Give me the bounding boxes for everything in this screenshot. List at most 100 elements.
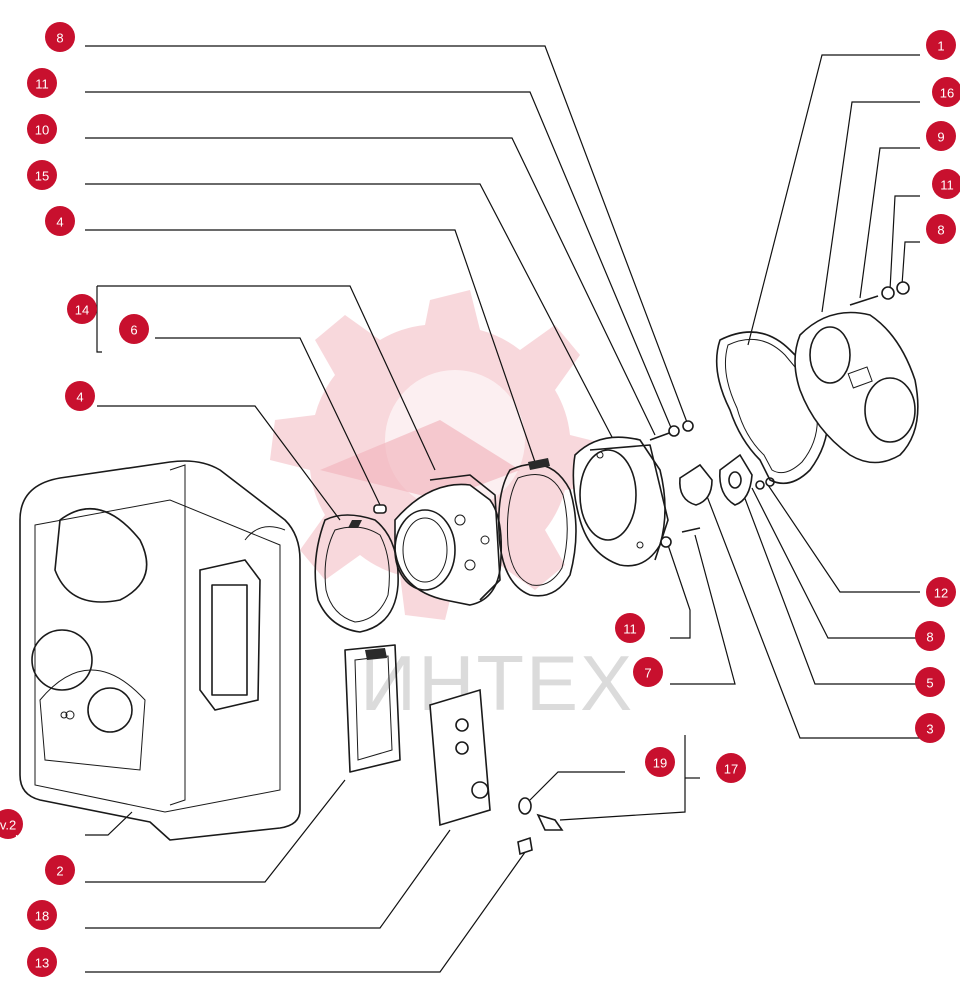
callout-badge — [932, 169, 960, 199]
callout-c3: 3 — [915, 713, 945, 743]
callout-c5: 5 — [915, 667, 945, 697]
end-cover — [794, 311, 919, 464]
callout-c17: 1 17 — [703, 753, 746, 784]
callout-c15: 1 15 — [14, 160, 57, 191]
callout-badge — [915, 667, 945, 697]
callout-badge — [915, 713, 945, 743]
callout-c18: 1 18 — [14, 900, 57, 931]
inspection-plate — [429, 688, 491, 827]
gasket-ring-middle — [497, 458, 577, 597]
callout-c12: 1 12 — [913, 577, 956, 608]
callout-number: 9 — [937, 130, 944, 145]
callout-number: 7 — [644, 666, 651, 681]
callout-number: 8 — [937, 223, 944, 238]
gasket-ring — [314, 514, 399, 633]
callout-c13: 1 13 — [14, 947, 57, 978]
callout-c4b: 4 — [65, 381, 95, 411]
dowel-pin — [373, 504, 387, 514]
callout-number: 13 — [35, 956, 49, 971]
callout-c16: 1 16 — [919, 77, 960, 108]
callout-prefix: 1 — [54, 310, 61, 325]
callout-badge — [915, 621, 945, 651]
callout-prefix: 1 — [14, 916, 21, 931]
gearbox-housing — [19, 460, 301, 841]
callout-number: 6 — [130, 323, 137, 338]
callout-badge — [45, 206, 75, 236]
callout-badge — [45, 22, 75, 52]
cover-gasket — [715, 331, 829, 485]
callout-badge — [926, 121, 956, 151]
callout-c7: 7 — [633, 657, 663, 687]
callout-c6: 6 — [119, 314, 149, 344]
callout-number: 11 — [623, 622, 637, 637]
callout-c10: 1 10 — [14, 114, 57, 145]
callout-cv2: v.2. 2 — [0, 809, 29, 840]
callout-prefix: 1 — [913, 593, 920, 608]
callout-number: 2 — [56, 864, 63, 879]
callout-badge — [67, 294, 97, 324]
callout-badge — [716, 753, 746, 783]
callout-prefix: 1 — [14, 176, 21, 191]
inspection-gasket — [344, 644, 401, 773]
callout-number: 18 — [35, 909, 49, 924]
callout-badge — [27, 900, 57, 930]
callout-badge — [45, 855, 75, 885]
callout-number: 15 — [35, 169, 49, 184]
callout-number: 11 — [940, 178, 954, 193]
callout-prefix: 1 — [703, 769, 710, 784]
callout-badge — [27, 160, 57, 190]
callout-number: 8 — [56, 31, 63, 46]
callout-c8a: 8 — [45, 22, 75, 52]
callout-c8b: 8 — [926, 214, 956, 244]
callout-prefix: 1 — [919, 93, 926, 108]
callout-badge — [119, 314, 149, 344]
callout-number: 16 — [940, 86, 954, 101]
callout-c2b: 2 — [45, 855, 75, 885]
callout-badge — [27, 68, 57, 98]
callout-prefix: 1 — [14, 84, 21, 99]
callout-number: 3 — [926, 722, 933, 737]
callout-number: 17 — [724, 762, 738, 777]
callout-number: 14 — [75, 303, 89, 318]
callout-prefix: 1 — [14, 130, 21, 145]
triangular-plates — [679, 453, 775, 506]
callout-number: 12 — [934, 586, 948, 601]
callout-c9: 9 — [926, 121, 956, 151]
version-suffix: . 2 — [15, 825, 29, 840]
callout-badge — [932, 77, 960, 107]
callout-badge — [65, 381, 95, 411]
callout-number: 8 — [926, 630, 933, 645]
callout-number: v.2 — [0, 818, 16, 833]
bolt-washer-nut-set — [649, 420, 701, 548]
callout-number: 5 — [926, 676, 933, 691]
callout-number: 19 — [653, 756, 667, 771]
callout-c1: 1 — [926, 30, 956, 60]
callout-badge — [926, 30, 956, 60]
callout-badge — [615, 613, 645, 643]
adapter-housing — [394, 474, 503, 606]
callout-prefix: 1 — [14, 963, 21, 978]
callout-badge — [27, 947, 57, 977]
watermark-gear-logo — [270, 290, 610, 620]
callout-badge — [926, 214, 956, 244]
callout-badge — [0, 809, 23, 839]
callout-number: 4 — [56, 215, 63, 230]
callout-number: 10 — [35, 123, 49, 138]
callout-c19: 1 19 — [632, 747, 675, 778]
callout-c4a: 4 — [45, 206, 75, 236]
flange-cover — [572, 436, 669, 567]
callout-number: 4 — [76, 390, 83, 405]
callout-badge — [633, 657, 663, 687]
callout-badge — [926, 577, 956, 607]
callout-prefix: 1 — [632, 763, 639, 778]
callout-prefix: 1 — [919, 185, 926, 200]
callout-number: 1 — [937, 39, 944, 54]
leader-lines — [85, 45, 920, 973]
callout-badge — [27, 114, 57, 144]
callout-prefix: 1 — [602, 629, 609, 644]
callout-c8c: 8 — [915, 621, 945, 651]
watermark-text: ИНТЕХ — [360, 639, 634, 727]
